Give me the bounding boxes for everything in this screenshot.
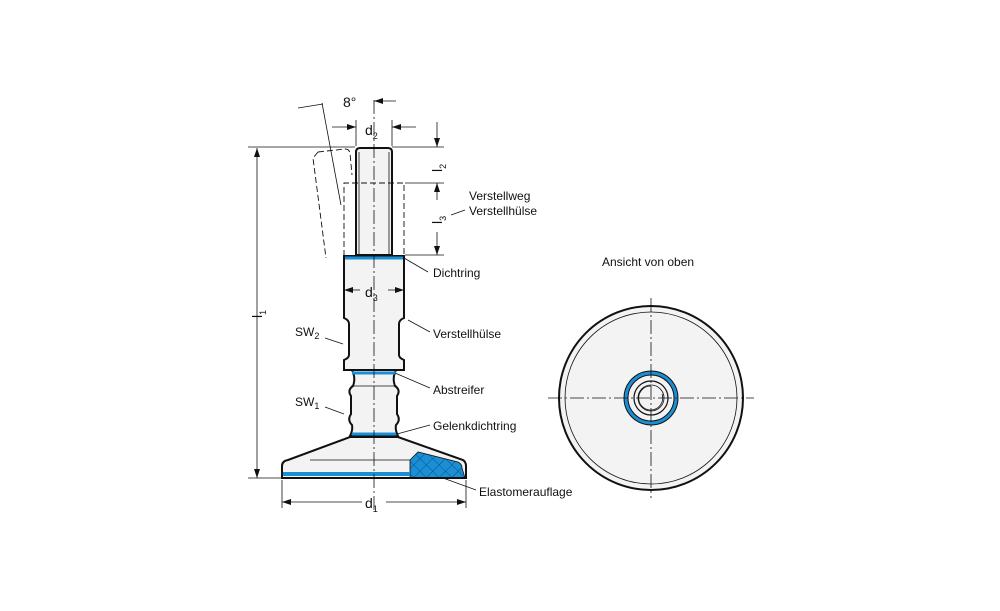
label-dichtring: Dichtring bbox=[433, 266, 480, 280]
dimension-lines bbox=[254, 98, 467, 508]
l3-label: l3 bbox=[429, 216, 448, 224]
d3-label: d3 bbox=[365, 284, 378, 303]
sw1-label: SW1 bbox=[295, 395, 319, 411]
adjusting-sleeve bbox=[343, 255, 405, 371]
d2-label: d2 bbox=[365, 122, 378, 141]
angle-label: 8° bbox=[343, 94, 356, 110]
swivel-ghost bbox=[297, 102, 353, 259]
leader-lines bbox=[324, 209, 477, 491]
d1-label: d1 bbox=[365, 495, 378, 514]
elastomer-pad bbox=[409, 451, 466, 479]
sw2-label: SW2 bbox=[295, 325, 319, 341]
top-view bbox=[548, 298, 754, 498]
l2-label: l2 bbox=[429, 164, 448, 172]
top-view-title: Ansicht von oben bbox=[602, 255, 694, 269]
label-verstellweg: Verstellweg bbox=[469, 189, 530, 203]
label-verstellweg-huelse: Verstellhülse bbox=[469, 204, 537, 218]
label-gelenkdichtring: Gelenkdichtring bbox=[433, 419, 516, 433]
label-verstellhuelse: Verstellhülse bbox=[433, 327, 501, 341]
label-abstreifer: Abstreifer bbox=[433, 383, 484, 397]
l1-label: l1 bbox=[249, 310, 268, 318]
label-elastomerauflage: Elastomerauflage bbox=[479, 485, 573, 499]
